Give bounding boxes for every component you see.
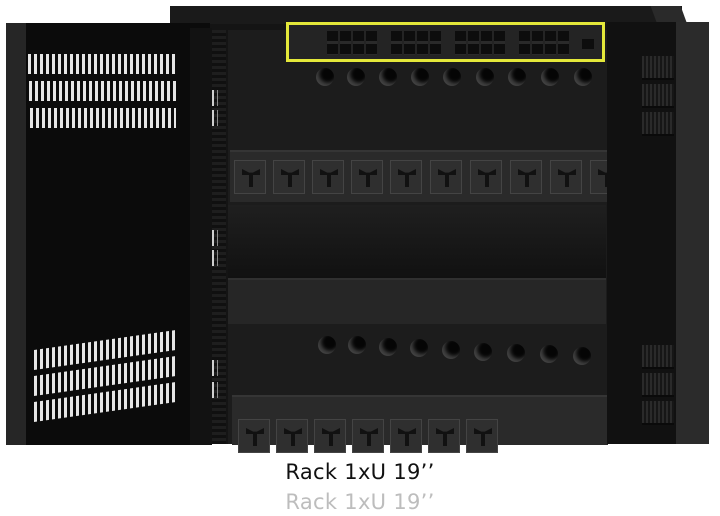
- cable-hole: [507, 344, 525, 362]
- power-socket-icon: [470, 160, 502, 194]
- power-socket-icon: [312, 160, 344, 194]
- port-group: [455, 31, 507, 55]
- power-socket-icon: [390, 419, 422, 453]
- cable-hole: [347, 68, 365, 86]
- power-strip: [232, 395, 608, 453]
- left-door-edge: [6, 23, 26, 445]
- power-socket-icon: [466, 419, 498, 453]
- rail-marker: [212, 90, 218, 106]
- power-socket-icon: [351, 160, 383, 194]
- port-group: [519, 31, 571, 55]
- rail-marker: [212, 250, 218, 266]
- power-strip: [230, 150, 609, 202]
- power-socket-icon: [314, 419, 346, 453]
- cable-hole: [348, 336, 366, 354]
- door-vent-slots: [642, 84, 674, 108]
- door-vent-slots: [29, 81, 176, 101]
- cable-hole: [476, 68, 494, 86]
- power-socket-icon: [238, 419, 270, 453]
- door-vent-slots: [642, 56, 674, 80]
- product-caption-secondary: Rack 1xU 19’’: [285, 490, 435, 514]
- rail-marker: [212, 230, 218, 246]
- door-vent-slots: [642, 345, 674, 369]
- cable-hole: [540, 345, 558, 363]
- power-socket-icon: [510, 160, 542, 194]
- cable-hole: [410, 339, 428, 357]
- port-group: [327, 31, 379, 55]
- cable-hole: [442, 341, 460, 359]
- port-icon: [582, 39, 594, 49]
- cable-hole: [541, 68, 559, 86]
- power-socket-icon: [428, 419, 460, 453]
- cable-hole: [474, 343, 492, 361]
- rail-marker: [212, 360, 218, 376]
- power-socket-icon: [273, 160, 305, 194]
- door-vent-slots: [30, 108, 176, 128]
- door-vent-slots: [28, 54, 176, 74]
- power-socket-icon: [590, 160, 609, 194]
- patch-panel-highlight: [286, 22, 605, 62]
- port-group: [391, 31, 443, 55]
- cable-hole: [411, 68, 429, 86]
- left-door-hinge-side: [190, 28, 212, 445]
- cabinet-shelf: [228, 278, 606, 324]
- cable-hole: [443, 68, 461, 86]
- door-vent-slots: [642, 373, 674, 397]
- cable-hole: [574, 68, 592, 86]
- power-socket-icon: [430, 160, 462, 194]
- product-caption: Rack 1xU 19’’: [285, 460, 435, 484]
- door-vent-slots: [642, 401, 674, 425]
- rail-marker: [212, 110, 218, 126]
- power-socket-icon: [390, 160, 422, 194]
- right-door-edge: [676, 22, 709, 444]
- power-socket-icon: [550, 160, 582, 194]
- door-vent-slots: [642, 112, 674, 136]
- cable-hole: [573, 347, 591, 365]
- rail-marker: [212, 382, 218, 398]
- cabinet-product-image: [0, 0, 720, 450]
- cable-hole: [379, 68, 397, 86]
- cable-hole: [379, 338, 397, 356]
- power-socket-icon: [352, 419, 384, 453]
- power-socket-icon: [276, 419, 308, 453]
- mounting-rail: [210, 30, 226, 444]
- power-socket-icon: [234, 160, 266, 194]
- cable-hole: [316, 68, 334, 86]
- cable-hole: [508, 68, 526, 86]
- cable-hole: [318, 336, 336, 354]
- interior-back-panel: [228, 205, 606, 278]
